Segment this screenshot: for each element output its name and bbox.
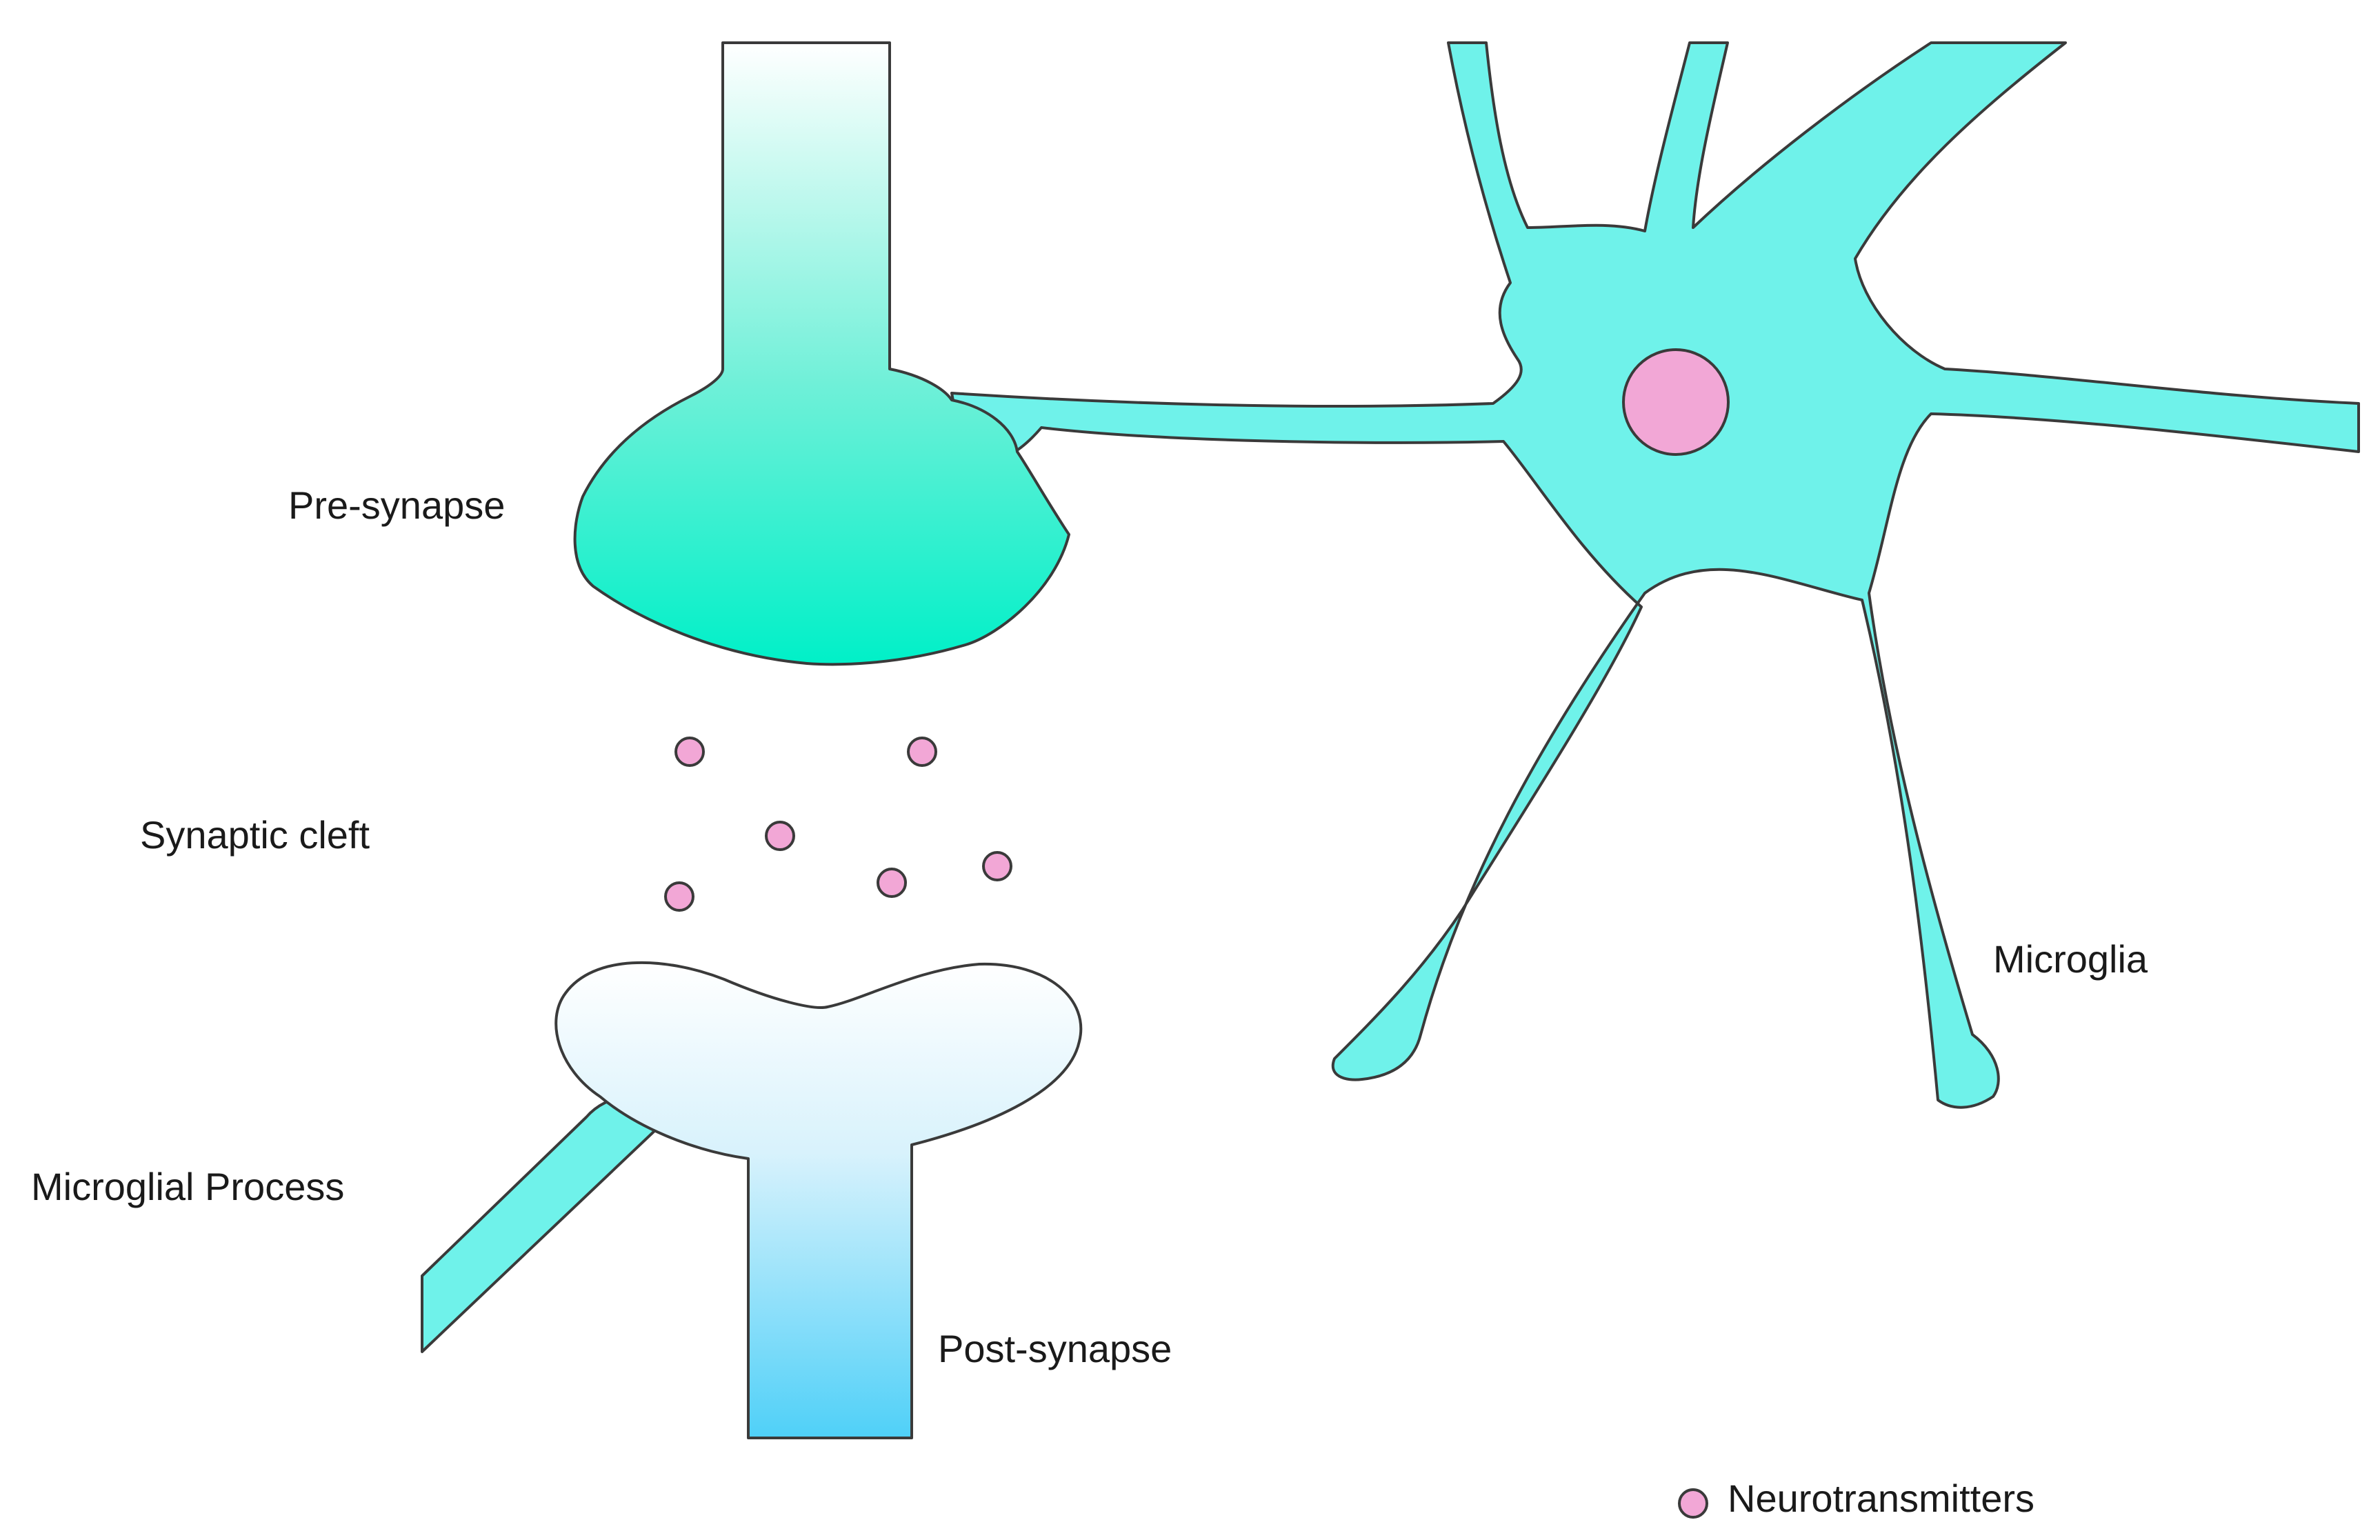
neurotransmitter bbox=[907, 737, 937, 767]
neurotransmitter bbox=[982, 851, 1012, 881]
legend: Neurotransmitters bbox=[1678, 1477, 2034, 1520]
neurotransmitter bbox=[877, 868, 907, 898]
post-synapse bbox=[554, 961, 1083, 1439]
neurotransmitter bbox=[765, 821, 795, 851]
post-synapse-label: Post-synapse bbox=[938, 1327, 1172, 1370]
neurotransmitter bbox=[674, 737, 705, 767]
pre-synapse bbox=[573, 41, 1070, 666]
legend-neurotransmitter-swatch bbox=[1678, 1488, 1708, 1519]
microglial-process bbox=[421, 1094, 670, 1353]
pre-synapse-label: Pre-synapse bbox=[288, 483, 505, 527]
neurotransmitters bbox=[664, 737, 1012, 912]
microglia-label: Microglia bbox=[1993, 937, 2148, 981]
legend-neurotransmitters-label: Neurotransmitters bbox=[1728, 1477, 2034, 1520]
microglia-nucleus bbox=[1622, 348, 1730, 456]
synaptic-cleft-label: Synaptic cleft bbox=[140, 813, 370, 857]
neurotransmitter bbox=[664, 881, 694, 912]
microglial-process-label: Microglial Process bbox=[31, 1165, 344, 1208]
